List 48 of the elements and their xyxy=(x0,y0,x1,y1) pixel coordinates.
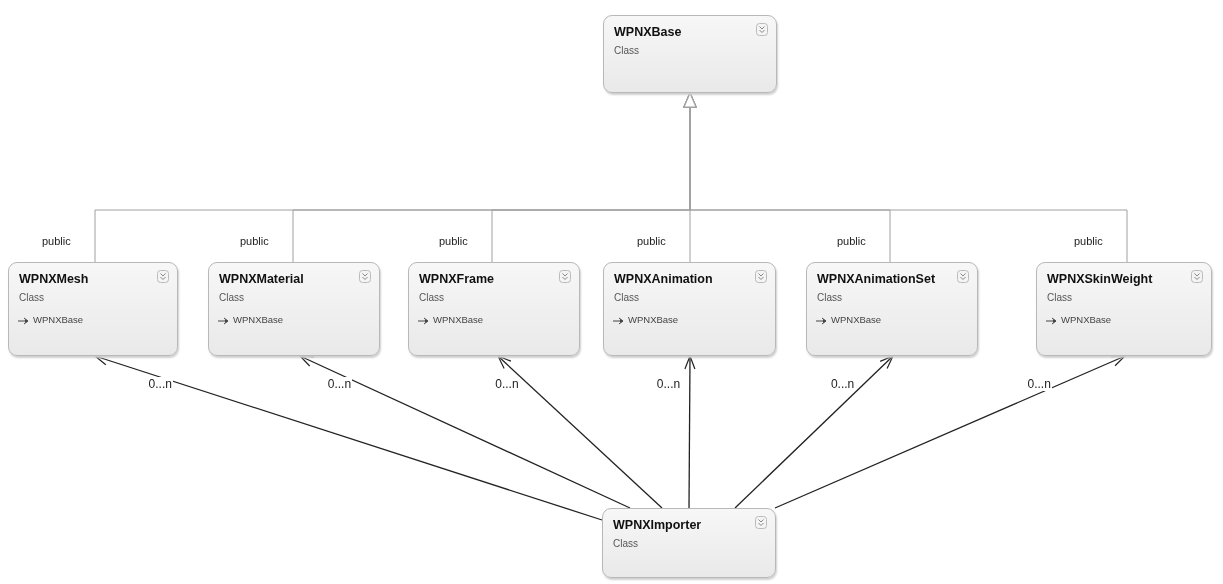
class-name: WPNXSkinWeight xyxy=(1047,272,1153,286)
visibility-label: public xyxy=(239,234,270,248)
stereotype-text: Class xyxy=(614,292,639,303)
stereotype-text: Class xyxy=(19,292,44,303)
class-box xyxy=(408,262,580,356)
base-class-text: WPNXBase xyxy=(433,314,484,325)
multiplicity-label: 0...n xyxy=(1026,377,1052,391)
class-box xyxy=(1036,262,1212,356)
association-arrow xyxy=(684,355,696,509)
class-name: WPNXImporter xyxy=(613,518,702,532)
stereotype-text: Class xyxy=(613,538,638,549)
stereotype-text: Class xyxy=(219,292,244,303)
association-arrow xyxy=(774,355,1126,509)
visibility-label: public xyxy=(438,234,469,248)
class-name: WPNXFrame xyxy=(419,272,495,286)
stereotype-text: Class xyxy=(419,292,444,303)
multiplicity-label: 0...n xyxy=(147,377,173,391)
base-class-text: WPNXBase xyxy=(628,314,679,325)
association-arrow xyxy=(94,354,603,521)
stereotype-text: Class xyxy=(817,292,842,303)
multiplicity-label: 0...n xyxy=(655,377,682,391)
visibility-label: public xyxy=(636,234,667,248)
class-box xyxy=(806,262,978,356)
base-class-text: WPNXBase xyxy=(233,314,284,325)
stereotype-text: Class xyxy=(614,45,639,56)
base-class-text: WPNXBase xyxy=(831,314,882,325)
association-arrow xyxy=(497,355,663,509)
class-name: WPNXBase xyxy=(614,25,682,39)
association-arrow xyxy=(299,355,631,509)
base-class-text: WPNXBase xyxy=(1061,314,1112,325)
class-box xyxy=(208,262,380,356)
class-name: WPNXMaterial xyxy=(219,272,304,286)
visibility-label: public xyxy=(1073,234,1104,248)
base-class-text: WPNXBase xyxy=(33,314,84,325)
visibility-label: public xyxy=(41,234,72,248)
stereotype-text: Class xyxy=(1047,292,1072,303)
class-box xyxy=(603,15,777,93)
class-box xyxy=(602,508,776,578)
class-box xyxy=(603,262,776,356)
class-name: WPNXAnimation xyxy=(614,272,713,286)
class-box xyxy=(8,262,178,356)
multiplicity-label: 0...n xyxy=(326,377,353,391)
multiplicity-label: 0...n xyxy=(494,377,520,391)
visibility-label: public xyxy=(836,234,867,248)
multiplicity-label: 0...n xyxy=(829,377,856,391)
class-name: WPNXAnimationSet xyxy=(817,272,936,286)
association-arrow xyxy=(734,355,894,509)
class-name: WPNXMesh xyxy=(19,272,89,286)
